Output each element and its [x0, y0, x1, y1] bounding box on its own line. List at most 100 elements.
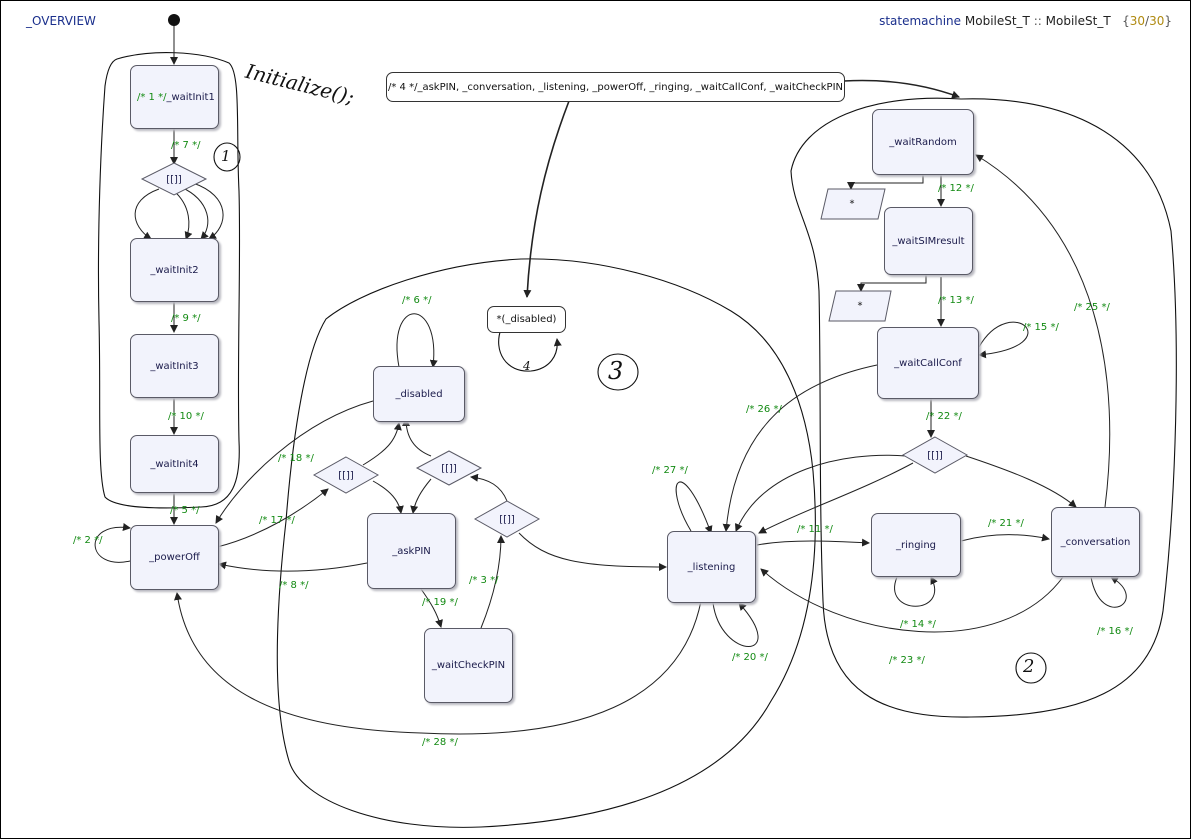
state-ringing[interactable]: _ringing	[871, 513, 961, 577]
choice-diamond-d	[901, 436, 969, 474]
t14-selfloop	[894, 576, 938, 607]
t-choice-init2-d	[192, 182, 224, 240]
note-to-region2	[843, 79, 960, 99]
transition-label: /* 8 */	[279, 580, 309, 591]
choice-c-to-listening	[518, 532, 667, 571]
state-disabled[interactable]: _disabled	[373, 366, 465, 422]
note-to-disabled-note	[523, 100, 570, 298]
parallelogram-label-2: *	[857, 300, 863, 312]
state-powerOff[interactable]: _powerOff	[130, 525, 219, 590]
t11-edge	[756, 538, 870, 547]
state-waitInit3-label: _waitInit3	[150, 360, 199, 372]
state-conversation[interactable]: _conversation	[1051, 507, 1140, 577]
state-powerOff-label: _powerOff	[149, 552, 200, 563]
region-3-outline	[276, 258, 816, 828]
choice-label-init: [[]]	[166, 174, 182, 186]
state-waitSIMresult[interactable]: _waitSIMresult	[884, 207, 973, 275]
transition-label: /* 22 */	[926, 411, 962, 422]
state-waitInit3[interactable]: _waitInit3	[130, 334, 219, 398]
parallelograms	[820, 188, 892, 322]
circle-2	[1015, 652, 1047, 684]
state-waitSIMresult-label: _waitSIMresult	[892, 235, 965, 247]
initial-pseudostate	[168, 14, 180, 26]
state-waitCheckPIN-label: _waitCheckPIN	[431, 660, 506, 671]
state-waitInit2-label: _waitInit2	[150, 264, 199, 276]
choice-b-to-askPIN	[410, 478, 432, 514]
handwritten-region-4: 4	[523, 359, 531, 373]
choice-a-to-askPIN	[372, 480, 404, 514]
region-4-loop	[498, 328, 562, 372]
handwritten-region-1: 1	[221, 147, 231, 165]
header-keyword: statemachine	[879, 14, 962, 28]
choice-label-c: [[]]	[499, 514, 515, 526]
transition-label: /* 27 */	[652, 465, 688, 476]
circle-3	[597, 353, 639, 391]
header-machine-name-2: MobileSt_T	[1045, 14, 1111, 28]
state-listening-label: _listening	[687, 561, 736, 573]
note-box[interactable]: /* 4 */_askPIN, _conversation, _listenin…	[386, 72, 845, 102]
transition-label: /* 14 */	[900, 619, 936, 630]
state-waitInit1-name: _waitInit1	[166, 92, 215, 103]
t6-selfloop	[396, 313, 438, 368]
header-count-current: 30	[1129, 14, 1146, 28]
transition-label: /* 2 */	[73, 535, 103, 546]
t-choice-init2-a	[134, 188, 160, 240]
region-1-outline	[97, 52, 241, 509]
transition-label: /* 18 */	[278, 453, 314, 464]
header-machine-name: MobileSt_T	[964, 14, 1030, 28]
state-listening[interactable]: _listening	[667, 531, 756, 603]
statemachine-header: statemachine MobileSt_T :: MobileSt_T {3…	[879, 14, 1172, 28]
state-waitRandom-label: _waitRandom	[889, 136, 957, 148]
t3-edge	[480, 535, 505, 629]
transition-label: /* 17 */	[259, 515, 295, 526]
choice-d-to-conversation	[965, 455, 1077, 508]
t27-selfloop	[675, 481, 713, 534]
transition-label: /* 6 */	[402, 295, 432, 306]
handwritten-region-2: 2	[1023, 656, 1035, 677]
state-waitInit1[interactable]	[130, 65, 219, 129]
transition-label: /* 28 */	[422, 737, 458, 748]
choice-diamond-init	[140, 162, 208, 196]
parallelogram-1	[820, 188, 886, 220]
parallelogram-label-1: *	[849, 198, 855, 210]
circle-1	[213, 142, 241, 172]
t8-edge	[218, 561, 368, 572]
state-askPIN[interactable]: _askPIN	[367, 513, 456, 589]
transition-label: /* 16 */	[1097, 626, 1133, 637]
overview-title: _OVERVIEW	[26, 14, 96, 28]
state-waitInit1-label: /* 1 */_waitInit1	[137, 92, 215, 103]
state-askPIN-label: _askPIN	[392, 545, 431, 557]
choice-d-to-listening-a	[735, 454, 907, 532]
choice-a-to-disabled	[362, 422, 402, 466]
t19-edge	[420, 588, 443, 628]
transition-label: /* 10 */	[168, 411, 204, 422]
state-waitInit4-label: _waitInit4	[150, 458, 199, 470]
state-waitCheckPIN[interactable]: _waitCheckPIN	[424, 628, 513, 703]
transition-label: /* 21 */	[988, 518, 1024, 529]
t25-edge	[975, 154, 1111, 508]
transition-label: /* 11 */	[797, 524, 833, 535]
choice-label-b: [[]]	[441, 463, 457, 475]
state-waitInit2[interactable]: _waitInit2	[130, 238, 219, 302]
state-waitRandom[interactable]: _waitRandom	[872, 109, 974, 175]
waitSIM-to-para	[857, 275, 927, 292]
state-conversation-label: _conversation	[1060, 536, 1131, 548]
t28-edge	[174, 592, 702, 735]
state-ringing-label: _ringing	[895, 539, 937, 551]
transition-label: /* 20 */	[732, 652, 768, 663]
transition-label: /* 9 */	[171, 313, 201, 324]
hand-drawn-regions	[97, 52, 1177, 828]
choice-b-to-disabled	[402, 418, 432, 457]
header-separator: ::	[1033, 14, 1042, 28]
state-waitCallConf[interactable]: _waitCallConf	[877, 327, 979, 399]
t2-selfloop	[94, 523, 131, 563]
transition-label: /* 15 */	[1023, 322, 1059, 333]
t16-selfloop	[1090, 576, 1127, 608]
state-waitCallConf-label: _waitCallConf	[894, 357, 962, 369]
disabled-note[interactable]: *(_disabled)	[487, 306, 566, 333]
state-waitInit4[interactable]: _waitInit4	[130, 435, 219, 493]
choice-d-to-listening-b	[758, 462, 914, 534]
waitRandom-to-para	[847, 175, 924, 190]
region-2-outline	[790, 97, 1177, 718]
choice-diamond-b	[415, 450, 483, 486]
